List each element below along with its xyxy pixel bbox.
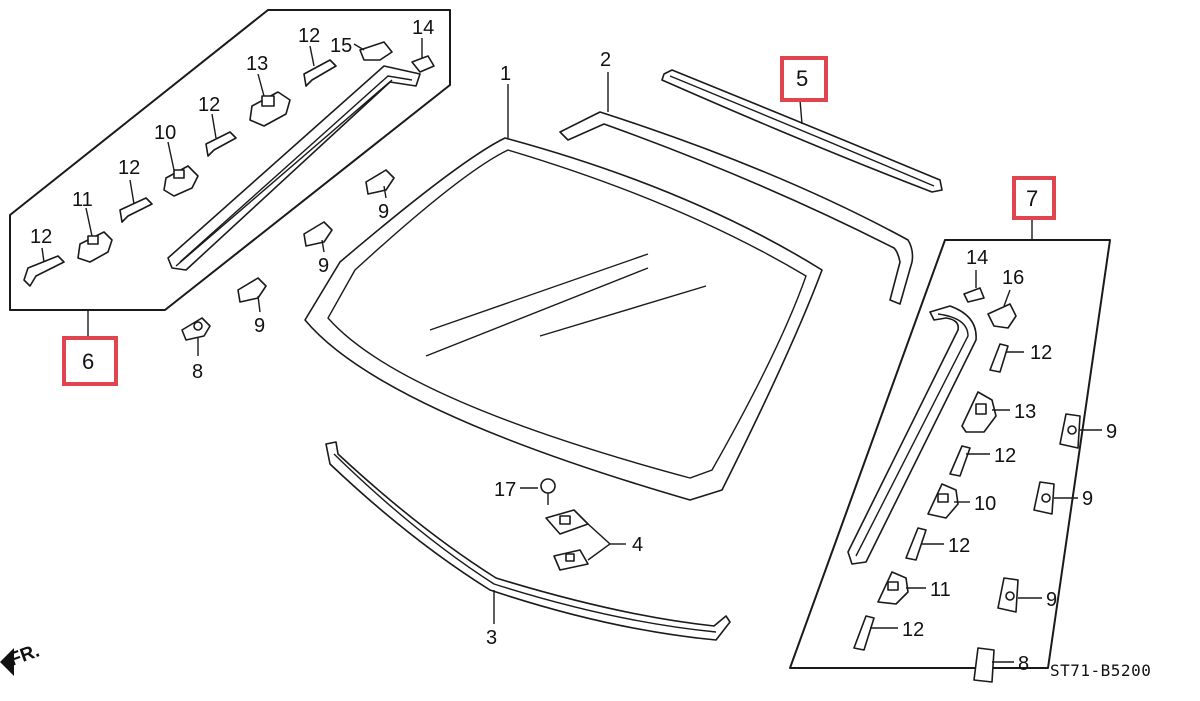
highlight-box-6 — [62, 336, 118, 386]
right-clip-14 — [963, 270, 985, 303]
label-2: 2 — [600, 49, 611, 71]
left-fastener-15 — [353, 41, 393, 61]
outside-right-clip-9-c — [997, 577, 1042, 613]
label-left-10: 10 — [154, 122, 176, 144]
label-right-16: 16 — [1002, 267, 1024, 289]
label-right-11: 11 — [930, 579, 951, 601]
label-5: 5 — [796, 66, 808, 91]
label-left-12-d: 12 — [298, 25, 320, 47]
highlight-box-7 — [1012, 176, 1056, 220]
right-group-panel — [789, 220, 1111, 669]
fastener-4-top — [545, 509, 589, 535]
label-left-14: 14 — [412, 17, 434, 39]
right-fastener-10 — [927, 483, 970, 519]
label-7: 7 — [1026, 186, 1038, 211]
label-right-12-b: 12 — [994, 445, 1016, 467]
top-molding — [661, 69, 943, 193]
left-fastener-11 — [77, 207, 113, 263]
label-outside-left-9-c: 9 — [254, 315, 265, 337]
right-clip-12-d — [853, 615, 898, 651]
front-direction-arrow-icon: FR. — [0, 640, 42, 676]
left-clip-14 — [411, 38, 435, 73]
outside-left-clip-9-b — [303, 221, 333, 253]
left-clip-12-d — [303, 45, 337, 87]
label-left-11: 11 — [72, 189, 93, 211]
label-3: 3 — [486, 627, 497, 649]
right-clip-12-c — [905, 527, 944, 561]
screw-17 — [520, 478, 556, 505]
left-clip-12-a — [23, 247, 65, 287]
catalog-code: ST71-B5200 — [1050, 661, 1151, 680]
label-outside-right-9-b: 9 — [1082, 488, 1093, 510]
left-side-molding — [167, 65, 421, 271]
outside-left-clip-9-a — [365, 169, 395, 199]
outside-right-clip-8 — [973, 647, 1014, 683]
outside-left-clip-9-c — [237, 277, 267, 313]
upper-seal — [559, 72, 914, 305]
left-fastener-10 — [163, 141, 199, 197]
right-fastener-13 — [961, 391, 1010, 433]
right-fastener-16 — [987, 289, 1017, 329]
right-clip-12-a — [989, 343, 1024, 373]
label-right-13: 13 — [1014, 401, 1036, 423]
label-6: 6 — [82, 349, 94, 374]
label-4: 4 — [632, 534, 643, 556]
label-left-12-b: 12 — [118, 157, 140, 179]
label-outside-right-9-c: 9 — [1046, 589, 1057, 611]
fastener-4-bottom — [553, 549, 589, 571]
leader-4 — [587, 523, 612, 561]
left-fastener-13 — [249, 73, 291, 127]
right-clip-12-b — [949, 445, 990, 477]
label-outside-left-9-a: 9 — [378, 201, 389, 223]
left-group-panel — [9, 9, 451, 338]
label-outside-right-9-a: 9 — [1106, 421, 1117, 443]
label-outside-right-8: 8 — [1018, 653, 1029, 675]
label-17: 17 — [494, 479, 516, 501]
label-left-13: 13 — [246, 53, 268, 75]
right-side-molding — [847, 305, 977, 565]
highlight-box-5 — [780, 56, 828, 102]
label-right-10: 10 — [974, 493, 996, 515]
label-right-12-a: 12 — [1030, 342, 1052, 364]
label-right-12-c: 12 — [948, 535, 970, 557]
label-outside-left-8: 8 — [192, 361, 203, 383]
label-outside-left-9-b: 9 — [318, 255, 329, 277]
label-right-12-d: 12 — [902, 619, 924, 641]
lower-seal — [325, 441, 731, 641]
outside-left-clip-8 — [181, 317, 211, 356]
outside-right-clip-9-a — [1059, 413, 1102, 449]
label-left-15: 15 — [330, 35, 352, 57]
left-clip-12-c — [205, 113, 237, 157]
direction-label: FR. — [7, 640, 43, 670]
left-clip-12-b — [119, 179, 153, 223]
outside-right-clip-9-b — [1033, 481, 1078, 515]
label-right-14: 14 — [966, 247, 988, 269]
windshield-glass — [304, 84, 823, 501]
label-left-12-c: 12 — [198, 94, 220, 116]
right-fastener-11 — [877, 571, 926, 605]
label-left-12-a: 12 — [30, 226, 52, 248]
label-1: 1 — [500, 63, 511, 85]
